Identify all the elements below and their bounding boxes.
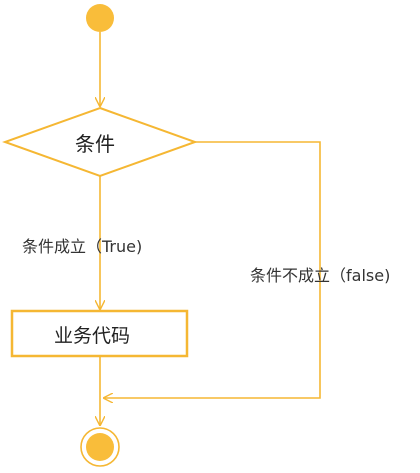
process-box <box>10 309 189 358</box>
process-label: 业务代码 <box>54 325 131 347</box>
true-branch-label: 条件成立（True) <box>22 237 143 256</box>
start-node <box>86 4 114 32</box>
false-branch-connector <box>104 141 321 398</box>
decision-label: 条件 <box>75 132 115 156</box>
false-branch-label: 条件不成立（false) <box>250 266 391 285</box>
end-node <box>86 433 114 461</box>
